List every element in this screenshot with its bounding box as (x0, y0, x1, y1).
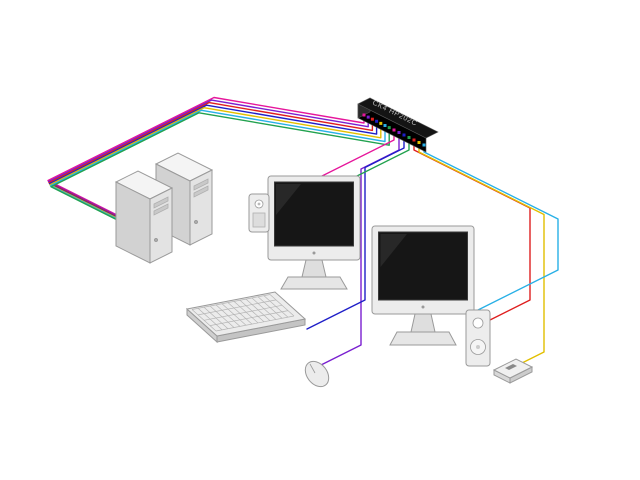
wired-remote (492, 358, 534, 384)
mouse-body (304, 360, 330, 388)
monitor-1-stand-neck (301, 259, 327, 278)
mouse (304, 360, 330, 388)
right-speaker-woofer-dot (476, 345, 480, 349)
monitor-1-stand-base (280, 276, 348, 290)
kvm-cable-bundle (47, 96, 390, 234)
keyboard-cable (306, 134, 405, 330)
left-speaker (248, 193, 270, 233)
port (422, 143, 426, 147)
port (402, 133, 406, 137)
port (397, 131, 401, 134)
computer-tower-1 (114, 170, 174, 264)
remote-top (492, 358, 534, 379)
left-speaker-tweeter-dot (257, 202, 261, 206)
computer-tower-2 (154, 152, 214, 246)
tower-2-drive-bay (193, 178, 209, 191)
mouse-button-divider (309, 363, 316, 374)
tower-1-drive-bay (153, 196, 169, 209)
tower-2-drive-bay (193, 185, 209, 198)
monitor-2 (371, 225, 475, 346)
port (379, 121, 383, 125)
port (383, 124, 387, 127)
kvm-switch-ports (362, 113, 426, 147)
right-speaker (465, 309, 491, 367)
tower-1-side (115, 181, 151, 264)
monitor-2-stand-base (389, 331, 457, 346)
keyboard (185, 291, 307, 344)
monitor-1 (267, 175, 361, 290)
port (417, 141, 421, 144)
right-speaker-tweeter (472, 317, 484, 329)
remote-button (505, 364, 517, 370)
tower-2-power-button (194, 220, 198, 224)
port (392, 128, 396, 132)
port (375, 119, 379, 123)
left-speaker-grille (252, 212, 266, 228)
monitor-1-power-led (312, 251, 316, 255)
port (362, 113, 366, 117)
port (366, 115, 370, 119)
tower-1-drive-bay (153, 203, 169, 216)
bundle-cable-yellow (49, 107, 382, 229)
monitor-1-screen-glare (276, 184, 301, 215)
bundle-cable-red (48, 101, 374, 223)
monitor-2-power-led (421, 305, 425, 309)
bundle-cable-green (50, 112, 390, 234)
monitor-2-screen-glare (380, 234, 407, 267)
tower-1-front (149, 187, 173, 264)
port (407, 136, 411, 139)
monitor-2-stand-neck (410, 313, 436, 333)
keyboard-key-grid (191, 294, 295, 332)
port (387, 126, 391, 130)
mouse-cable (321, 131, 400, 366)
tower-1-power-button (154, 238, 158, 242)
tower-2-front (189, 169, 213, 246)
kvm-switch-top (357, 97, 439, 139)
port (412, 138, 416, 142)
kvm-switch: CK4 HP202C (357, 97, 439, 153)
port (370, 117, 374, 121)
